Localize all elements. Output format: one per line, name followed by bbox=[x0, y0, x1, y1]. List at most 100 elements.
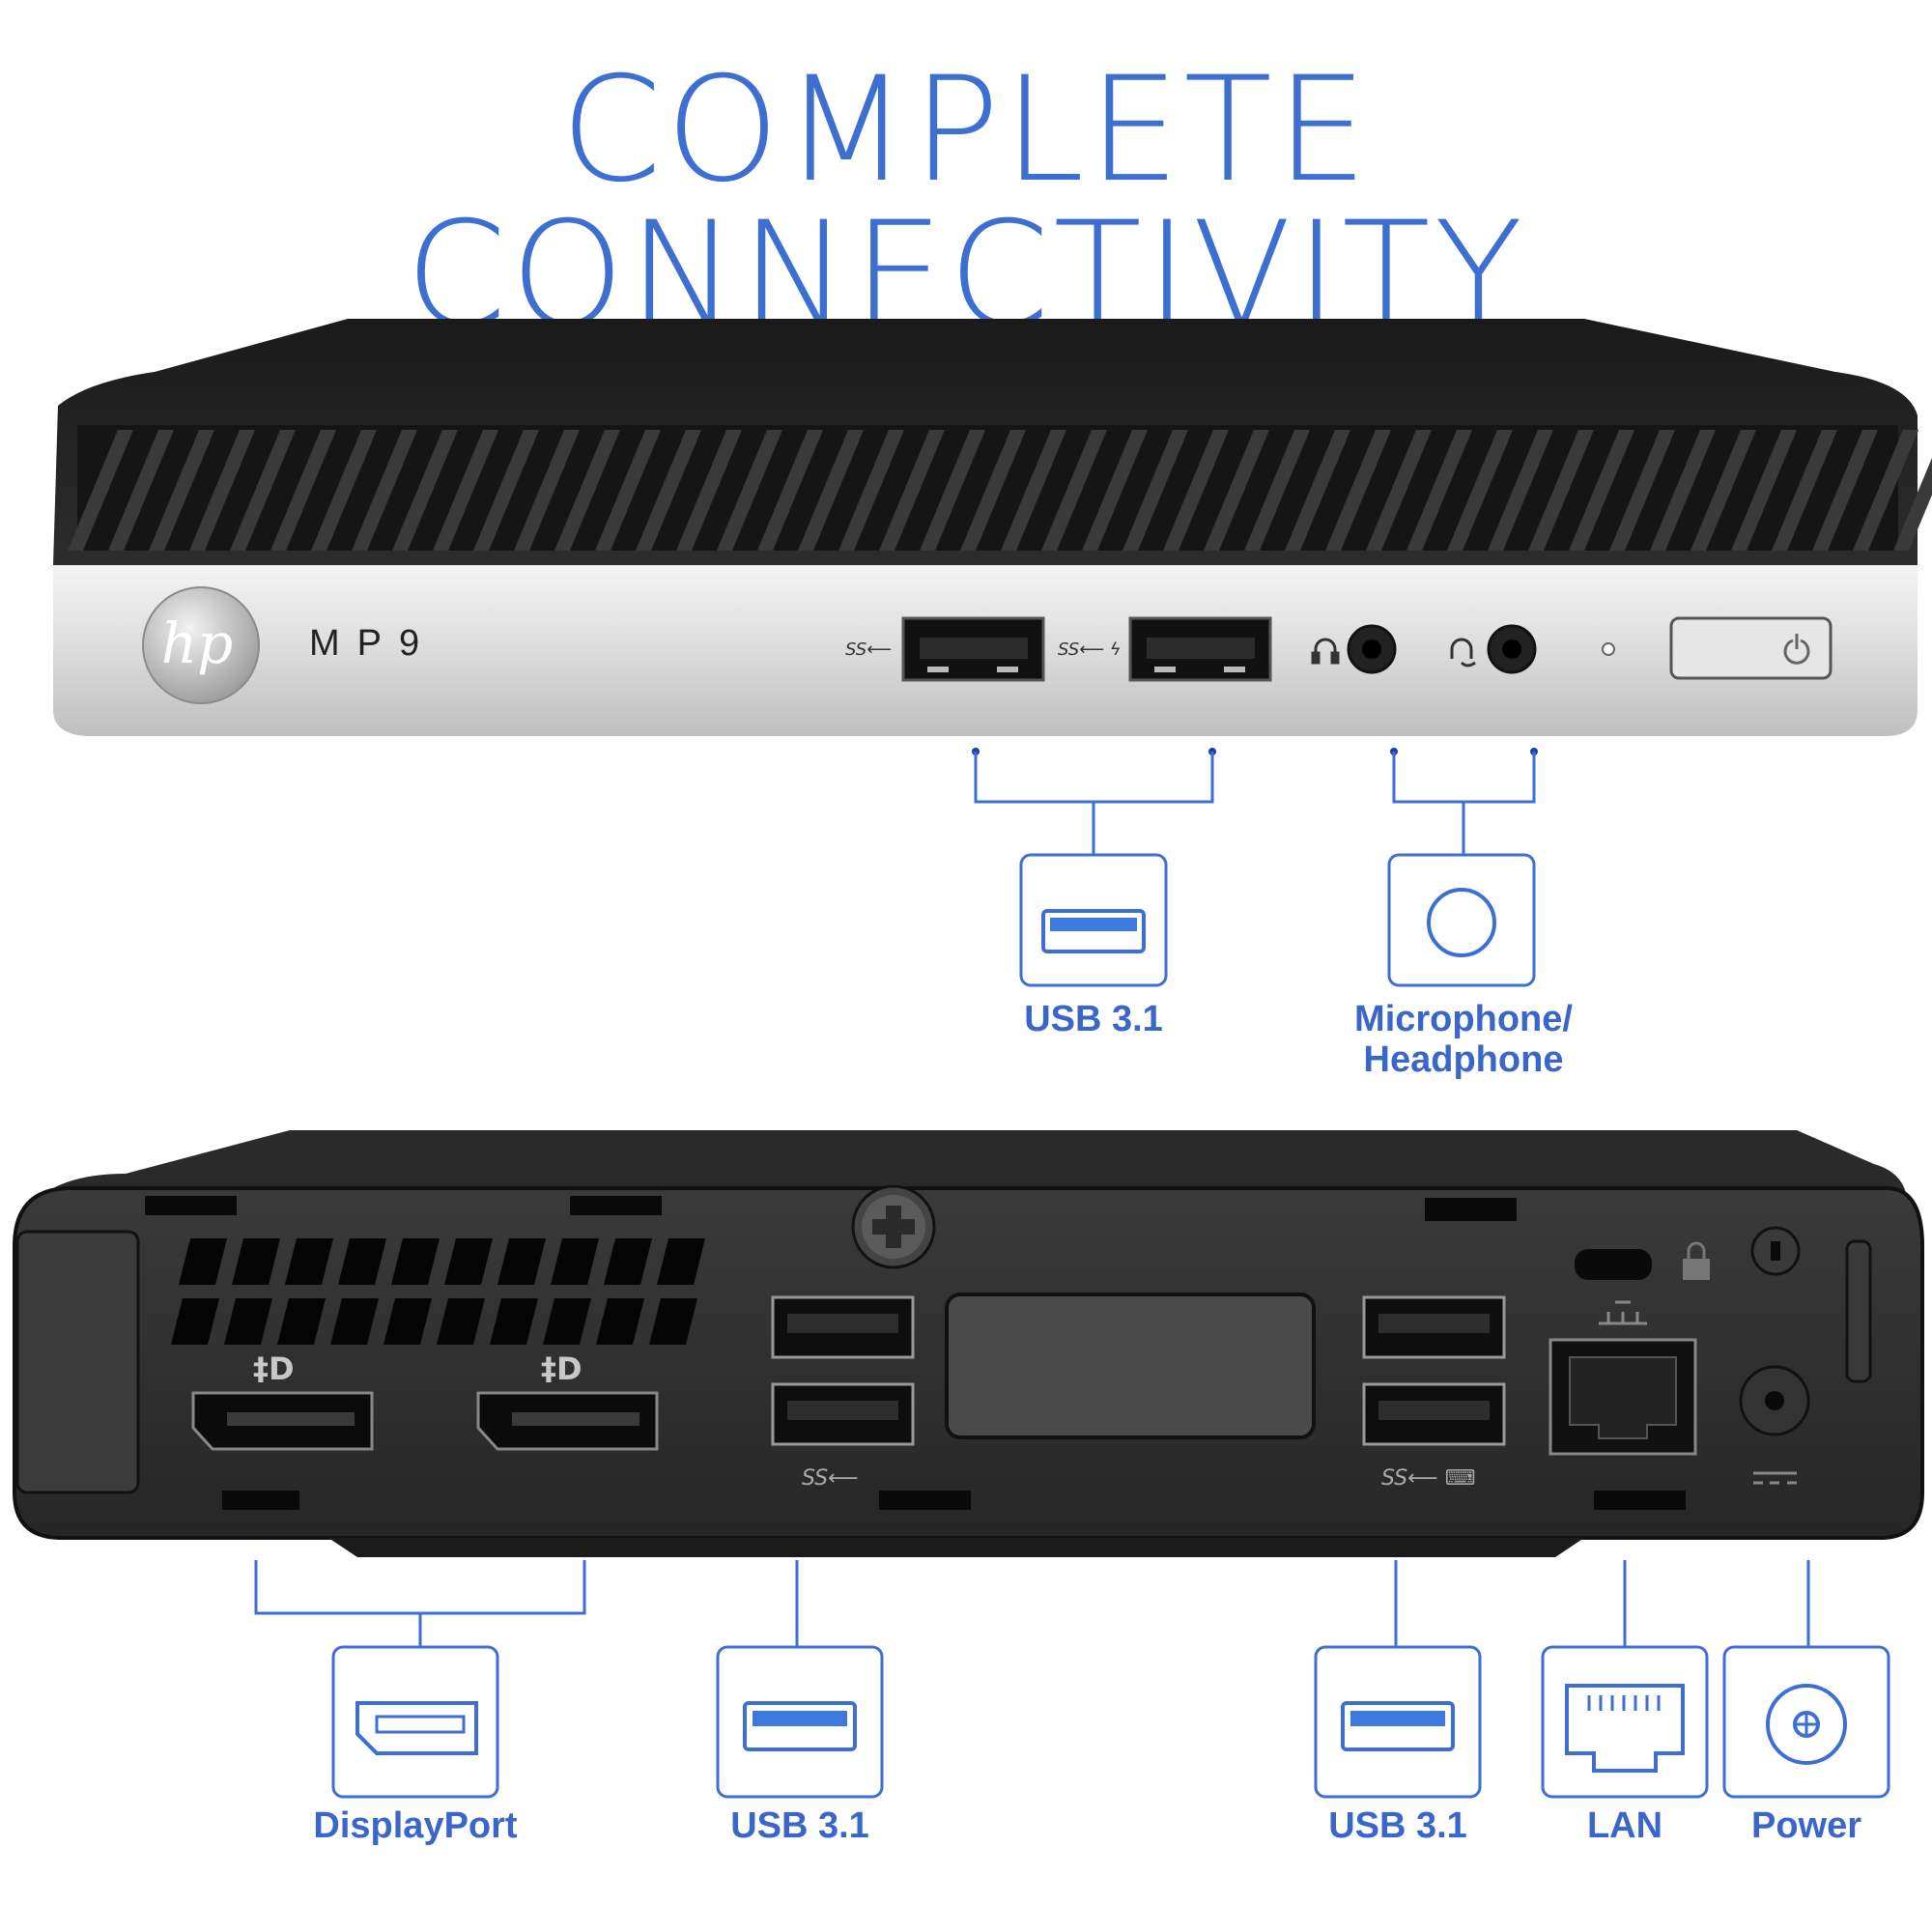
vent-slat bbox=[1528, 430, 1594, 551]
label-power: Power bbox=[1750, 1805, 1862, 1846]
vent-slat bbox=[1893, 457, 1932, 551]
rear-vent-hole bbox=[285, 1238, 333, 1285]
rear-vent-hole bbox=[596, 1298, 644, 1345]
label-rear-usb-left: USB 3.1 bbox=[730, 1805, 869, 1846]
label-front-usb: USB 3.1 bbox=[1024, 999, 1163, 1039]
hp-logo: hp bbox=[142, 586, 260, 704]
vent-slat bbox=[1690, 430, 1756, 551]
vent-slat bbox=[1204, 430, 1269, 551]
vent-slat bbox=[1244, 430, 1310, 551]
displayport-callout-icon bbox=[331, 1645, 499, 1799]
lock-icon bbox=[1683, 1241, 1710, 1280]
headphone-icon bbox=[1311, 638, 1340, 665]
rear-vent-hole bbox=[224, 1298, 272, 1345]
label-lan: LAN bbox=[1586, 1805, 1663, 1846]
rear-vent-hole bbox=[497, 1238, 546, 1285]
rear-vent-hole bbox=[444, 1238, 493, 1285]
vent-slat bbox=[636, 430, 701, 551]
rear-vent-hole bbox=[277, 1298, 326, 1345]
vent-slat bbox=[230, 430, 296, 551]
power-callout-icon bbox=[1722, 1645, 1890, 1799]
vent-slat bbox=[1163, 430, 1229, 551]
vent-slat bbox=[1366, 430, 1432, 551]
rear-usb-port-3 bbox=[1362, 1295, 1506, 1359]
rear-vent-hole bbox=[657, 1238, 705, 1285]
rear-vent-hole bbox=[232, 1238, 280, 1285]
vent-slat bbox=[270, 430, 336, 551]
vent-slat bbox=[757, 430, 823, 551]
vent-slat bbox=[1772, 430, 1837, 551]
vent-slat bbox=[1001, 430, 1066, 551]
vent-slat bbox=[1285, 430, 1350, 551]
rear-vent-hole bbox=[384, 1298, 432, 1345]
label-microphone-headphone: Microphone/ Headphone bbox=[1354, 999, 1573, 1080]
rear-vent-hole bbox=[490, 1298, 538, 1345]
vent-slat bbox=[960, 430, 1026, 551]
vent-slat bbox=[1650, 430, 1716, 551]
rear-vent-grille bbox=[171, 1238, 705, 1345]
displayport-1 bbox=[191, 1391, 374, 1451]
rear-vent-hole bbox=[179, 1238, 227, 1285]
vent-slat bbox=[1609, 430, 1675, 551]
rear-usb-port-4 bbox=[1362, 1382, 1506, 1446]
rear-vent-hole bbox=[338, 1238, 386, 1285]
front-vent-slats bbox=[68, 430, 1932, 551]
vent-slat bbox=[189, 430, 255, 551]
vent-slat bbox=[879, 430, 945, 551]
vent-slat bbox=[1853, 430, 1918, 551]
vent-slat bbox=[311, 430, 377, 551]
rear-left-cover bbox=[15, 1230, 140, 1494]
front-usb-port-2 bbox=[1128, 616, 1272, 682]
label-rear-usb-right: USB 3.1 bbox=[1328, 1805, 1467, 1846]
activity-led bbox=[1602, 642, 1615, 656]
vent-slat bbox=[717, 430, 782, 551]
vent-slat bbox=[392, 430, 458, 551]
rear-vent-hole bbox=[171, 1298, 219, 1345]
svg-text:‡D: ‡D bbox=[253, 1350, 295, 1387]
lan-callout-icon bbox=[1541, 1645, 1709, 1799]
vent-slat bbox=[1122, 430, 1188, 551]
dc-symbol bbox=[1753, 1471, 1797, 1485]
vent-slat bbox=[68, 430, 133, 551]
usb-callout-icon-right bbox=[1314, 1645, 1482, 1799]
rear-vent-hole bbox=[604, 1238, 652, 1285]
lan-port bbox=[1548, 1338, 1697, 1456]
svg-text:‡D: ‡D bbox=[541, 1350, 582, 1387]
rear-vent-hole bbox=[437, 1298, 485, 1345]
vent-slat bbox=[1812, 430, 1878, 551]
rear-vent-hole bbox=[391, 1238, 440, 1285]
vent-slat bbox=[1325, 430, 1391, 551]
vent-slat bbox=[554, 430, 620, 551]
power-icon bbox=[1783, 634, 1810, 665]
security-slot bbox=[1575, 1249, 1652, 1280]
usb-ss-mark-2: SS⟵ ϟ bbox=[1058, 639, 1122, 660]
usb-callout-icon-left bbox=[716, 1645, 884, 1799]
vent-slat bbox=[595, 430, 661, 551]
audio-jack-icon bbox=[1387, 853, 1536, 987]
io-cover-plate bbox=[945, 1293, 1316, 1439]
vent-slat bbox=[1731, 430, 1797, 551]
rear-vent-hole bbox=[551, 1238, 599, 1285]
rear-vent-hole bbox=[649, 1298, 697, 1345]
vent-slat bbox=[1082, 430, 1148, 551]
rear-vent-hole bbox=[543, 1298, 591, 1345]
rear-usb-port-2 bbox=[771, 1382, 915, 1446]
vent-slat bbox=[108, 430, 174, 551]
vent-slat bbox=[514, 430, 580, 551]
thumb-screw bbox=[851, 1184, 936, 1269]
front-unit: hp SS⟵ SS⟵ ϟ bbox=[53, 319, 1932, 736]
rear-usb-port-1 bbox=[771, 1295, 915, 1359]
model-name: MP9 bbox=[309, 623, 438, 664]
vent-slat bbox=[838, 430, 904, 551]
rear-usb-ss-mark-left: SS⟵ bbox=[802, 1466, 859, 1491]
vent-slat bbox=[1447, 430, 1513, 551]
vent-slat bbox=[798, 430, 864, 551]
rear-foot bbox=[328, 1538, 1584, 1557]
vent-slat bbox=[352, 430, 417, 551]
vent-slat bbox=[1569, 430, 1634, 551]
front-power-button bbox=[1669, 616, 1833, 680]
svg-text:hp: hp bbox=[161, 611, 233, 676]
rear-unit: ‡D ‡D SS⟵ bbox=[13, 1130, 1924, 1557]
rear-usb-ss-mark-right: SS⟵ ⌨ bbox=[1381, 1466, 1475, 1491]
